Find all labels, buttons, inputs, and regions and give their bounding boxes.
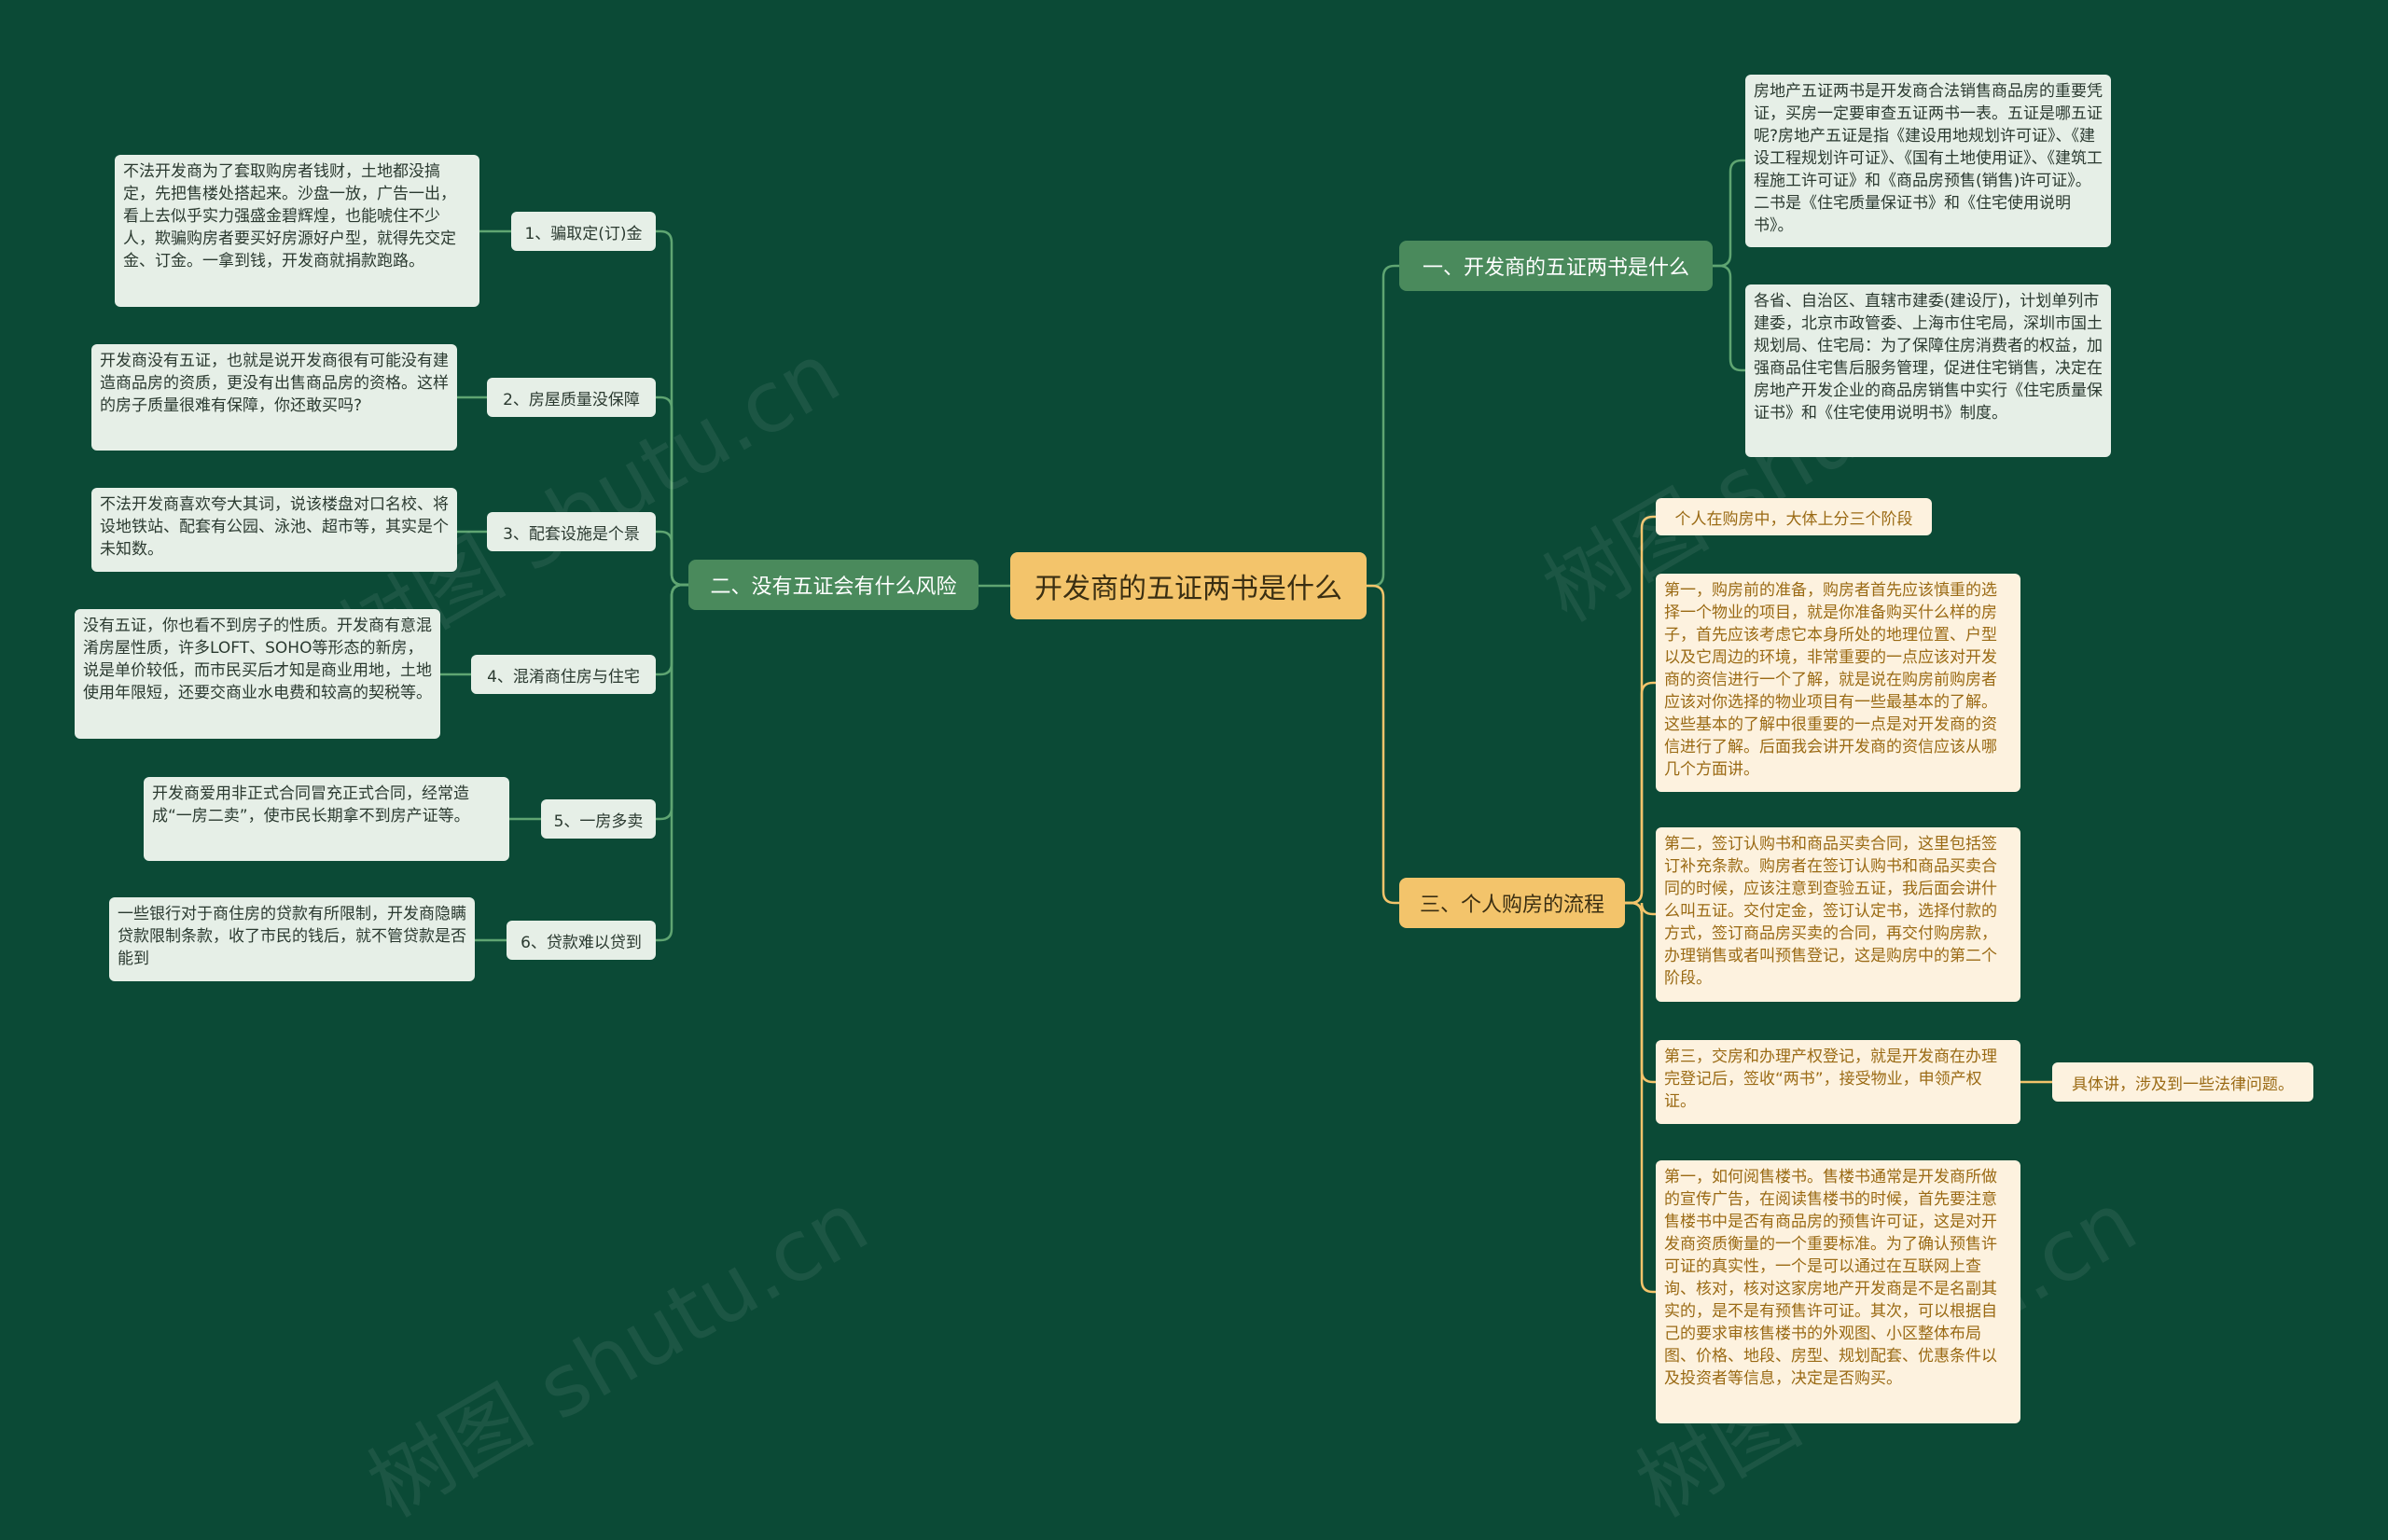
risk-note-deposit-fraud[interactable]: 不法开发商为了套取购房者钱财，土地都没搞定，先把售楼处搭起来。沙盘一放，广告一出… <box>115 155 479 307</box>
risk-note-multiple-sale[interactable]: 开发商爱用非正式合同冒充正式合同，经常造成“一房二卖”，使市民长期拿不到房产证等… <box>144 777 509 861</box>
risk-item-facilities[interactable]: 3、配套设施是个景 <box>487 512 656 551</box>
link-branch3-step2 <box>1625 681 1656 905</box>
branch-risks[interactable]: 二、没有五证会有什么风险 <box>688 560 979 610</box>
process-intro[interactable]: 个人在购房中，大体上分三个阶段 <box>1656 498 1932 535</box>
risk-note-loan[interactable]: 一些银行对于商住房的贷款有所限制，开发商隐瞒贷款限制条款，收了市民的钱后，就不管… <box>109 897 475 981</box>
link-root-branch1 <box>1367 264 1399 588</box>
link-branch2-item6 <box>656 583 688 942</box>
note-two-books-policy[interactable]: 各省、自治区、直辖市建委(建设厅)，计划单列市建委，北京市政管委、上海市住宅局，… <box>1745 284 2111 457</box>
branch-five-certificates[interactable]: 一、开发商的五证两书是什么 <box>1399 241 1713 291</box>
risk-note-property-type[interactable]: 没有五证，你也看不到房子的性质。开发商有意混淆房屋性质，许多LOFT、SOHO等… <box>75 609 440 739</box>
process-step-brochure[interactable]: 第一，如何阅售楼书。售楼书通常是开发商所做的宣传广告，在阅读售楼书的时候，首先要… <box>1656 1160 2020 1423</box>
mindmap-canvas: 树图 shutu.cn 树图 shutu.cn 树图 shutu.cn 树图 s… <box>75 75 2313 1536</box>
risk-note-facilities[interactable]: 不法开发商喜欢夸大其词，说该楼盘对口名校、将设地铁站、配套有公园、泳池、超市等，… <box>91 488 457 572</box>
process-step-handover-detail[interactable]: 具体讲，涉及到一些法律问题。 <box>2052 1062 2313 1102</box>
risk-item-deposit-fraud[interactable]: 1、骗取定(订)金 <box>511 212 656 251</box>
link-branch3-step5 <box>1625 901 1656 1294</box>
risk-item-multiple-sale[interactable]: 5、一房多卖 <box>541 799 656 839</box>
risk-item-quality[interactable]: 2、房屋质量没保障 <box>487 378 656 417</box>
risk-item-loan[interactable]: 6、贷款难以贷到 <box>507 921 656 960</box>
link-root-branch3 <box>1367 584 1399 905</box>
note-five-certificates-definition[interactable]: 房地产五证两书是开发商合法销售商品房的重要凭证，买房一定要审查五证两书一表。五证… <box>1745 75 2111 247</box>
root-topic[interactable]: 开发商的五证两书是什么 <box>1010 552 1367 619</box>
link-branch2-item3 <box>656 530 688 587</box>
link-branch1-note2 <box>1713 264 1745 372</box>
link-branch3-step1 <box>1625 515 1656 905</box>
process-step-contract[interactable]: 第二，签订认购书和商品买卖合同，这里包括签订补充条款。购房者在签订认购书和商品买… <box>1656 827 2020 1002</box>
risk-item-property-type[interactable]: 4、混淆商住房与住宅 <box>471 655 656 694</box>
branch-purchase-process[interactable]: 三、个人购房的流程 <box>1399 878 1625 928</box>
connector-lines <box>440 159 2052 1294</box>
process-step-handover[interactable]: 第三，交房和办理产权登记，就是开发商在办理完登记后，签收“两书”，接受物业，申领… <box>1656 1040 2020 1124</box>
risk-note-quality[interactable]: 开发商没有五证，也就是说开发商很有可能没有建造商品房的资质，更没有出售商品房的资… <box>91 344 457 451</box>
link-branch3-step4 <box>1625 901 1656 1084</box>
process-step-preparation[interactable]: 第一，购房前的准备，购房者首先应该慎重的选择一个物业的项目，就是你准备购买什么样… <box>1656 574 2020 792</box>
link-branch1-note1 <box>1713 159 1745 268</box>
